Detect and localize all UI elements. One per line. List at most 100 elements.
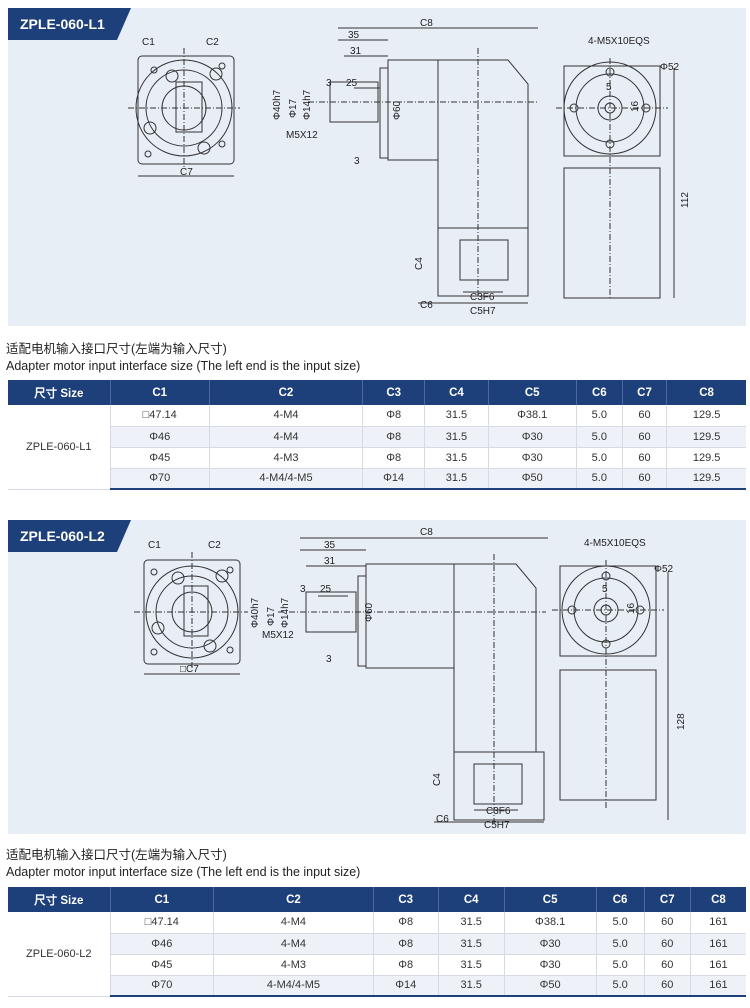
table-cell: 31.5: [424, 468, 489, 490]
dim-16: 16: [626, 602, 637, 614]
table-cell: 129.5: [666, 426, 746, 448]
model-cell: ZPLE-060-L1: [8, 405, 111, 490]
header-c1: C1: [110, 380, 210, 405]
dim-31: 31: [324, 556, 336, 567]
dim-m5x10: 4-M5X10EQS: [584, 538, 646, 549]
drawing-panel-l2: ZPLE-060-L2 C1 C2 □C7: [8, 520, 746, 834]
table-row: Φ46 4-M4 Φ8 31.5 Φ30 5.0 60 129.5: [8, 426, 746, 448]
section-zple-060-l1: ZPLE-060-L1 C1 C2 C7: [0, 0, 750, 500]
dim-40h7: Φ40h7: [250, 597, 261, 628]
table-cell: 5.0: [596, 933, 645, 955]
dim-c7: C7: [180, 167, 193, 178]
caption-cn: 适配电机输入接口尺寸(左端为输入尺寸): [6, 848, 227, 862]
table-cell: Φ70: [110, 975, 215, 997]
dim-17: Φ17: [266, 606, 277, 626]
dim-c4: C4: [414, 257, 425, 270]
header-c8: C8: [666, 380, 746, 405]
table-row: Φ70 4-M4/4-M5 Φ14 31.5 Φ50 5.0 60 161: [8, 975, 746, 997]
table-cell: Φ30: [504, 933, 597, 955]
header-c5: C5: [488, 380, 577, 405]
header-size: 尺寸 Size: [8, 887, 111, 912]
table-cell: 60: [644, 975, 691, 997]
table-cell: 31.5: [424, 426, 489, 448]
table-cell: 5.0: [576, 426, 623, 448]
header-c6: C6: [576, 380, 623, 405]
dim-c4: C4: [432, 773, 443, 786]
table-cell: 5.0: [596, 975, 645, 997]
dim-c6: C6: [436, 814, 449, 825]
drawing-panel-l1: ZPLE-060-L1 C1 C2 C7: [8, 8, 746, 326]
model-badge: ZPLE-060-L2: [8, 520, 131, 552]
header-c1: C1: [110, 887, 215, 912]
table-cell: Φ8: [362, 405, 426, 427]
table-cell: Φ30: [504, 954, 597, 976]
spec-table-l1: 尺寸 Size C1 C2 C3 C4 C5 C6 C7 C8 ZPLE-060…: [8, 380, 746, 490]
dim-25: 25: [346, 78, 358, 89]
dim-52: Φ52: [654, 564, 674, 575]
table-cell: 60: [622, 405, 668, 427]
table-cell: □47.14: [110, 912, 215, 934]
dim-c2: C2: [206, 37, 219, 48]
table-row: Φ45 4-M3 Φ8 31.5 Φ30 5.0 60 129.5: [8, 447, 746, 469]
dim-c8: C8: [420, 527, 433, 538]
dim-c8: C8: [420, 18, 433, 29]
table-cell: 60: [622, 468, 668, 490]
caption-en: Adapter motor input interface size (The …: [6, 865, 361, 879]
dim-height: 128: [676, 713, 687, 730]
table-cell: Φ70: [110, 468, 210, 490]
table-row: Φ46 4-M4 Φ8 31.5 Φ30 5.0 60 161: [8, 933, 746, 955]
dim-16: 16: [630, 100, 641, 112]
table-cell: 4-M4/4-M5: [213, 975, 374, 997]
header-c8: C8: [690, 887, 746, 912]
technical-drawing-l2: C1 C2 □C7 C8 35: [134, 527, 687, 831]
table-cell: 4-M4: [213, 912, 374, 934]
caption-cn: 适配电机输入接口尺寸(左端为输入尺寸): [6, 342, 227, 356]
table-cell: Φ30: [488, 426, 577, 448]
table-cell: Φ50: [488, 468, 577, 490]
header-c3: C3: [373, 887, 439, 912]
table-cell: 161: [690, 933, 746, 955]
dim-c2: C2: [208, 540, 221, 551]
dim-25: 25: [320, 584, 332, 595]
table-cell: 4-M4: [213, 933, 374, 955]
table-cell: 31.5: [438, 975, 505, 997]
technical-drawing-l1: C1 C2 C7 C8 35: [128, 18, 691, 317]
header-c4: C4: [424, 380, 489, 405]
table-cell: 5.0: [576, 447, 623, 469]
table-cell: Φ8: [373, 912, 439, 934]
table-cell: Φ30: [488, 447, 577, 469]
header-c7: C7: [644, 887, 691, 912]
table-cell: Φ14: [373, 975, 439, 997]
dim-c3f6: C3F6: [486, 806, 511, 817]
header-c2: C2: [213, 887, 374, 912]
dim-35: 35: [348, 30, 360, 41]
table-cell: 4-M3: [213, 954, 374, 976]
dim-52: Φ52: [660, 62, 680, 73]
dim-3a: 3: [300, 584, 306, 595]
dim-5: 5: [602, 584, 608, 595]
dim-height: 112: [680, 192, 691, 208]
dim-14h7: Φ14h7: [302, 89, 313, 120]
table-row: Φ45 4-M3 Φ8 31.5 Φ30 5.0 60 161: [8, 954, 746, 976]
table-cell: Φ38.1: [488, 405, 577, 427]
dim-c1: C1: [148, 540, 161, 551]
table-row: Φ70 4-M4/4-M5 Φ14 31.5 Φ50 5.0 60 129.5: [8, 468, 746, 490]
table-cell: 129.5: [666, 447, 746, 469]
table-cell: Φ45: [110, 447, 210, 469]
dim-c3f6: C3F6: [470, 292, 495, 303]
table-cell: Φ8: [362, 447, 426, 469]
table-row: ZPLE-060-L1 □47.14 4-M4 Φ8 31.5 Φ38.1 5.…: [8, 405, 746, 490]
dim-3a: 3: [326, 78, 332, 89]
header-c7: C7: [622, 380, 668, 405]
dim-m5x12: M5X12: [286, 130, 318, 141]
header-c4: C4: [438, 887, 505, 912]
table-cell: 4-M4: [209, 405, 364, 427]
table-cell: 5.0: [596, 954, 645, 976]
table-cell: □47.14: [110, 405, 210, 427]
table-cell: Φ14: [362, 468, 426, 490]
table-cell: 31.5: [424, 447, 489, 469]
table-cell: Φ46: [110, 933, 215, 955]
table-cell: 4-M4: [209, 426, 364, 448]
dim-m5x12: M5X12: [262, 630, 294, 641]
header-c5: C5: [504, 887, 597, 912]
